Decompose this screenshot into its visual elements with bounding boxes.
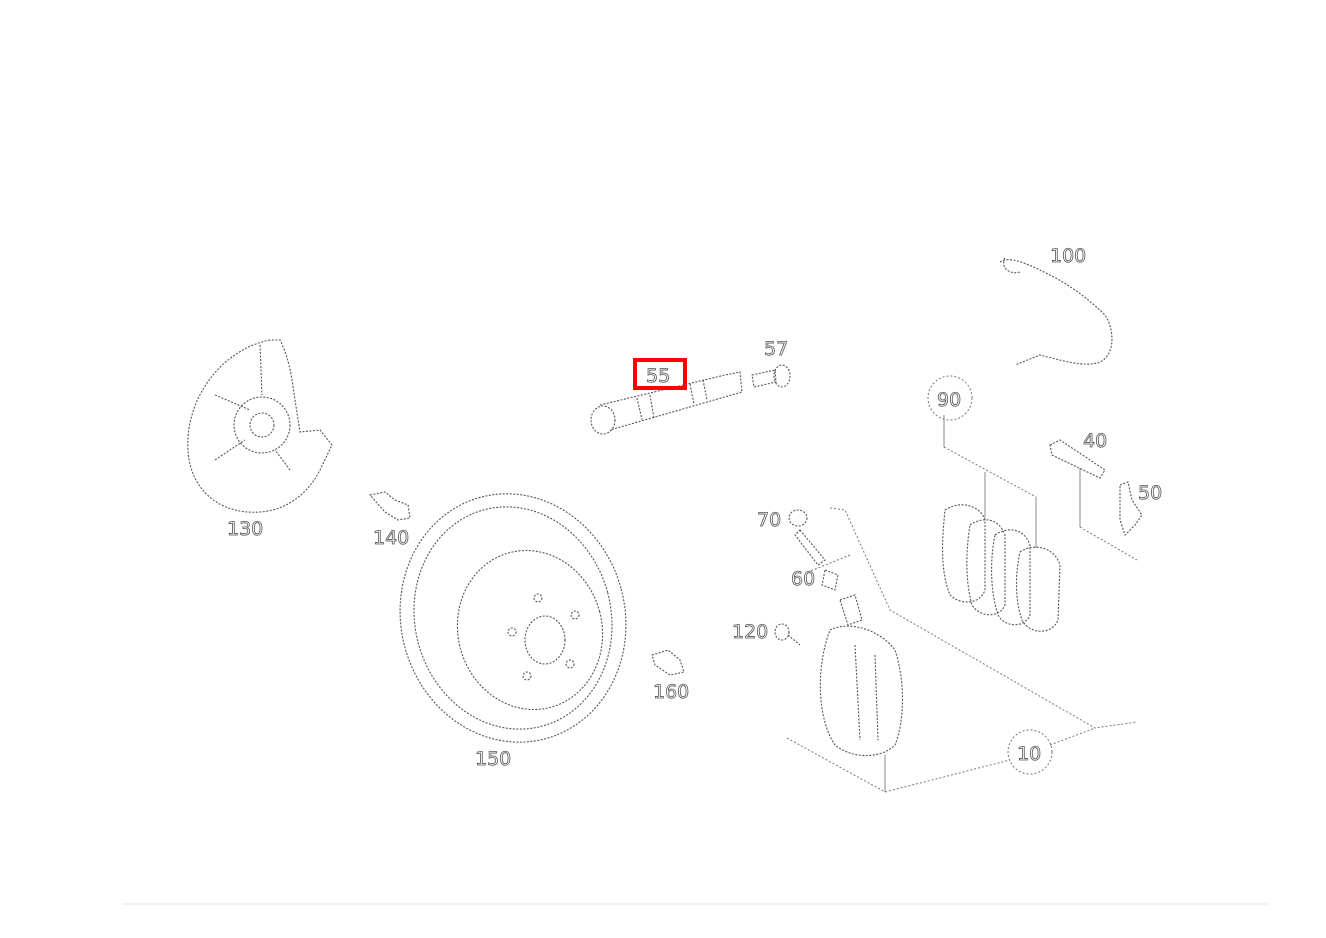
label-50[interactable]: 50 (1138, 482, 1163, 505)
label-130[interactable]: 130 (227, 518, 264, 541)
label-57[interactable]: 57 (764, 338, 789, 361)
callout-circle-90 (927, 375, 973, 421)
label-160[interactable]: 160 (653, 681, 690, 704)
label-60[interactable]: 60 (791, 568, 816, 591)
label-40[interactable]: 40 (1083, 430, 1108, 453)
part-150-brake-disc[interactable] (372, 468, 653, 767)
leader-lines (786, 415, 1138, 793)
part-130-dust-shield[interactable] (187, 339, 333, 513)
part-10-brake-caliper[interactable] (819, 594, 904, 757)
label-70[interactable]: 70 (757, 509, 782, 532)
selected-part-highlight (633, 358, 687, 390)
part-160-screw[interactable] (651, 649, 685, 676)
part-70-cap[interactable] (788, 509, 826, 566)
label-100[interactable]: 100 (1050, 245, 1087, 268)
label-120[interactable]: 120 (732, 621, 769, 644)
part-50-clip[interactable] (1119, 481, 1143, 537)
part-120-screw[interactable] (774, 623, 801, 646)
label-140[interactable]: 140 (373, 527, 410, 550)
callout-circle-10 (1007, 729, 1053, 775)
label-10[interactable]: 10 (1017, 743, 1042, 766)
part-55-guide-bolt[interactable] (590, 371, 743, 435)
label-90[interactable]: 90 (937, 389, 962, 412)
part-100-wear-sensor[interactable] (999, 257, 1113, 366)
part-140-bolt[interactable] (368, 491, 411, 521)
part-60-bleeder[interactable] (821, 569, 839, 591)
part-40-bolt[interactable] (1049, 439, 1106, 479)
label-150[interactable]: 150 (475, 748, 512, 771)
part-90-brake-pads[interactable] (942, 504, 1061, 632)
part-57-bolt[interactable] (751, 364, 791, 388)
label-55[interactable]: 55 (646, 365, 671, 388)
